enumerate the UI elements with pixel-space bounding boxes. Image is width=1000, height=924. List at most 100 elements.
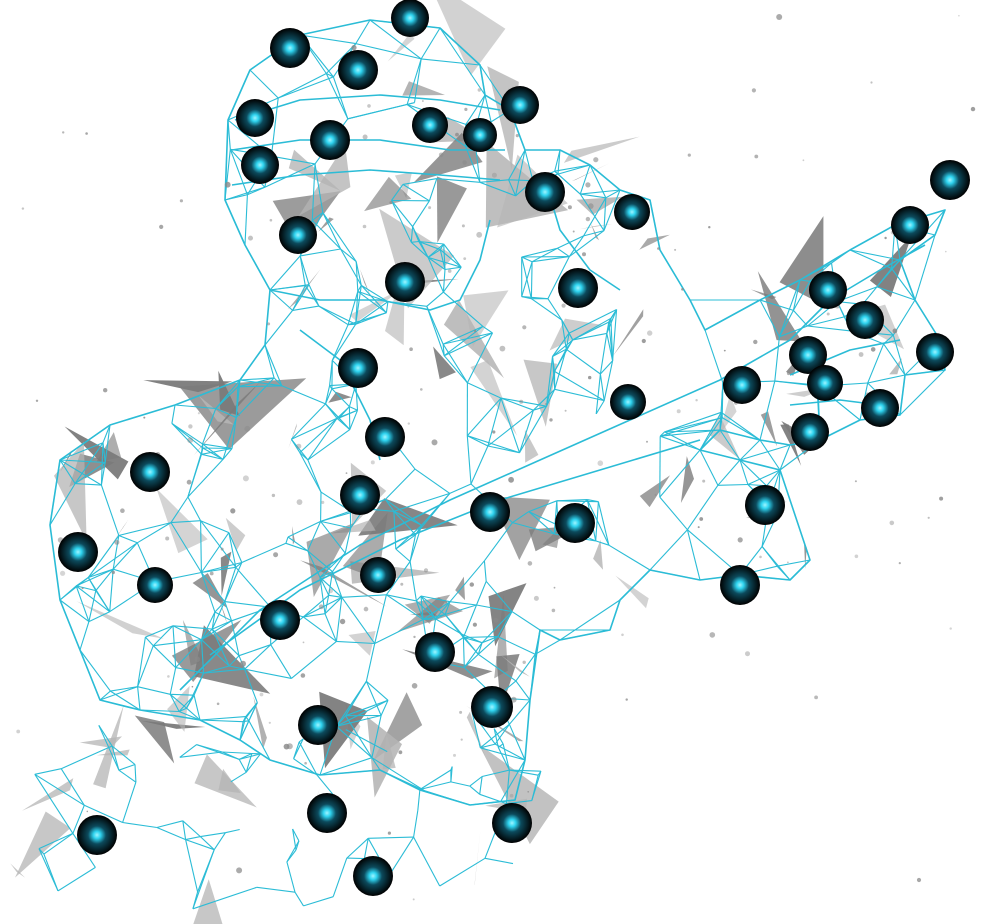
wire-edge [256, 886, 296, 893]
wire-edge [201, 566, 236, 574]
grey-shard [615, 575, 649, 609]
dust-particle [681, 288, 684, 291]
dust-particle [708, 226, 711, 229]
wire-edge [340, 248, 362, 286]
wire-edge [302, 594, 330, 618]
wire-edge [230, 771, 247, 783]
wire-edge [409, 561, 417, 601]
wire-edge [228, 655, 240, 667]
wire-edge [413, 836, 441, 887]
wire-edge [531, 247, 558, 263]
grey-shard [171, 619, 242, 682]
wire-edge [494, 723, 510, 745]
wire-edge [487, 409, 534, 447]
wire-edge [137, 686, 141, 711]
wire-edge [532, 256, 570, 263]
wire-edge [75, 585, 111, 613]
dust-particle [476, 231, 483, 238]
wire-edge [360, 285, 387, 314]
dust-particle [268, 721, 271, 724]
wire-edge [156, 820, 183, 829]
wire-edge [235, 566, 271, 608]
grey-shard [110, 519, 129, 547]
wire-edge [87, 535, 120, 578]
grey-shard [433, 346, 456, 380]
wire-edge [466, 435, 472, 485]
grey-shard [218, 596, 227, 624]
wire-edge [361, 284, 389, 303]
grey-shard [436, 0, 506, 76]
wire-edge [892, 299, 916, 336]
dust-particle [85, 132, 88, 135]
glowing-node-icon [861, 389, 899, 427]
wire-edge [649, 529, 688, 571]
dust-particle [567, 205, 572, 210]
wire-edge [792, 281, 811, 311]
wire-edge [225, 828, 240, 834]
wire-edge [199, 719, 244, 723]
dust-particle [854, 554, 859, 559]
wire-edge [508, 724, 526, 761]
dust-particle [787, 561, 789, 564]
wire-edge [463, 642, 483, 668]
grey-shard [549, 318, 603, 351]
dust-particle [459, 710, 463, 714]
grey-shard [436, 176, 467, 243]
dust-particle [895, 260, 898, 263]
wire-edge [395, 534, 416, 550]
wire-edge [572, 321, 610, 341]
wire-edge [222, 751, 252, 755]
dust-particle [647, 330, 653, 336]
dust-particle [676, 409, 681, 414]
wire-edge [326, 73, 334, 78]
wire-edge [331, 323, 357, 361]
wire-edge [215, 407, 237, 419]
dust-particle [217, 676, 222, 681]
dust-particle [695, 399, 698, 402]
wire-edge [480, 747, 526, 761]
dust-particle [187, 437, 194, 444]
wire-edge [87, 577, 97, 591]
wire-edge [224, 601, 271, 608]
wire-edge [229, 665, 245, 670]
grey-shard [193, 879, 223, 924]
dust-particle [870, 347, 876, 352]
wire-edge [287, 536, 309, 552]
dust-particle [461, 224, 465, 228]
wire-edge [418, 240, 444, 245]
wire-edge [298, 738, 304, 743]
wire-edge [393, 492, 450, 512]
wire-edge [891, 268, 916, 301]
dust-particle [159, 224, 164, 229]
wire-edge [145, 625, 174, 638]
dust-particle [474, 329, 477, 333]
glowing-node-icon [720, 565, 760, 605]
dust-particle [230, 508, 236, 514]
dust-particle [646, 440, 648, 443]
wire-edge [515, 653, 536, 682]
dust-particle [826, 312, 830, 316]
dust-particle [120, 508, 125, 513]
wire-edge [224, 194, 248, 201]
wire-edge [291, 403, 326, 440]
wire-edge [409, 534, 417, 562]
dust-particle [267, 322, 271, 326]
wire-edge [304, 285, 320, 307]
wire-edge [299, 34, 356, 45]
dust-particle [533, 595, 539, 601]
wire-edge [759, 299, 780, 337]
wire-edge [439, 27, 486, 96]
glowing-node-icon [137, 567, 173, 603]
wire-edge [345, 699, 389, 717]
wire-edge [587, 499, 599, 503]
wire-edge [49, 483, 76, 526]
wire-edge [759, 439, 781, 471]
wire-edge [59, 459, 76, 484]
wire-edge [172, 625, 213, 630]
wire-edge [76, 585, 96, 592]
dust-particle [101, 456, 104, 459]
dust-particle [351, 45, 357, 51]
wire-edge [449, 483, 472, 494]
wire-edge [479, 723, 510, 749]
dust-particle [363, 606, 369, 612]
